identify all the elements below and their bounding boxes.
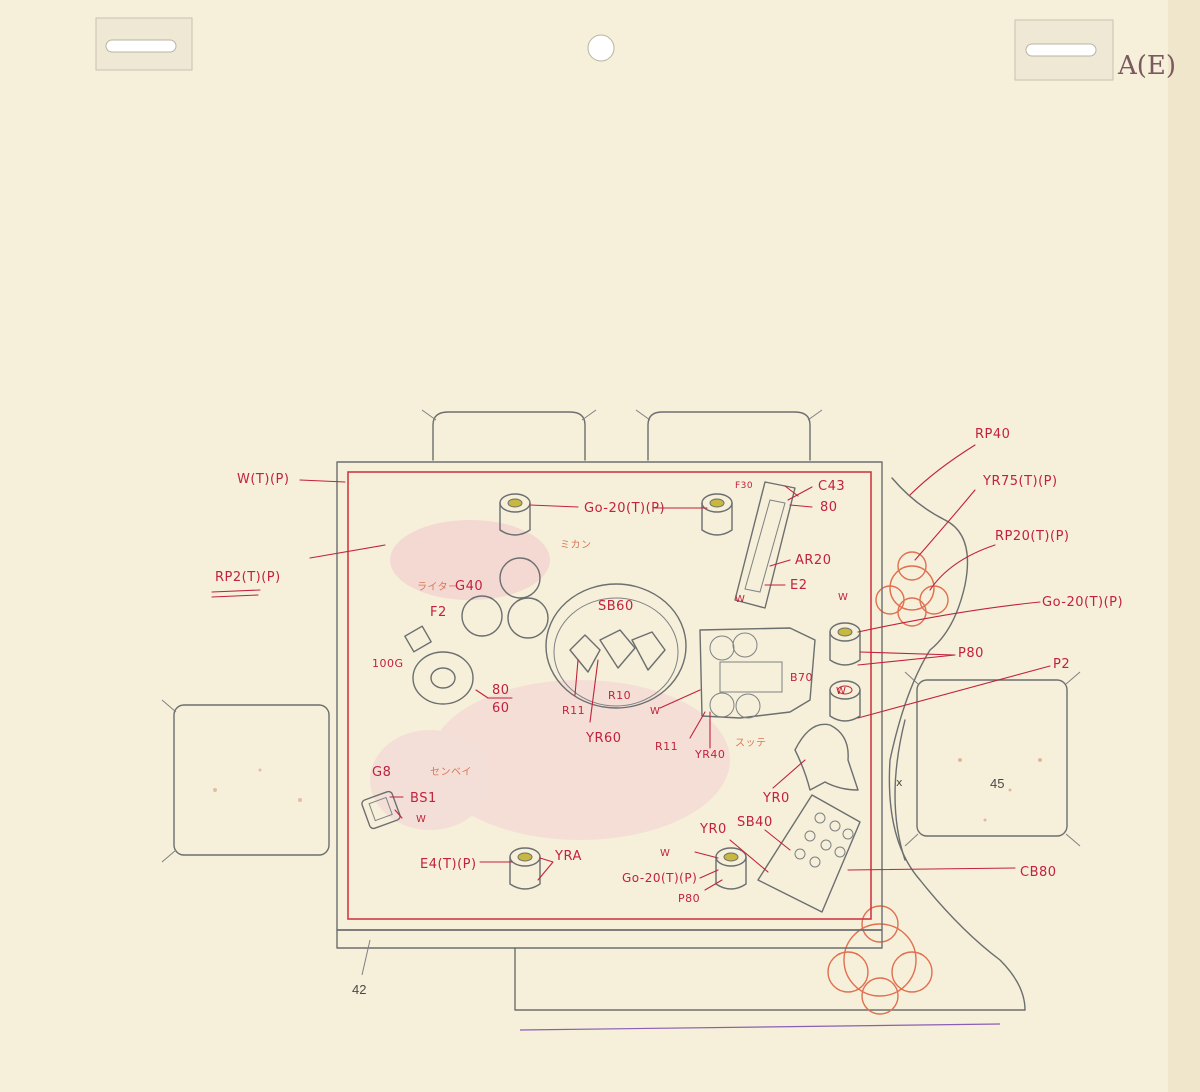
label-w-cup-right2: W (836, 686, 846, 697)
chair-right-cushion (904, 671, 1081, 847)
rp2-underline (211, 589, 261, 598)
label-yr0-cloth: YR0 (762, 791, 790, 806)
flower-pattern-bottom (827, 905, 933, 1015)
table (336, 461, 883, 949)
label-bs1: BS1 (410, 791, 437, 806)
label-go20-tp-3: Go-20(T)(P) (622, 871, 697, 885)
note-orange-2: ライター (417, 581, 459, 593)
oranges (461, 557, 549, 639)
note-orange-1: ミカン (560, 539, 592, 551)
right-peg-slot (1025, 43, 1097, 57)
label-frac-bottom: 60 (492, 701, 510, 716)
bench-bottom (514, 947, 1026, 1031)
label-80-top: 80 (820, 500, 838, 515)
label-go20-tp-1: Go-20(T)(P) (584, 501, 665, 516)
label-r11-bowl: R11 (562, 704, 585, 717)
label-yr75-tp: YR75(T)(P) (982, 474, 1058, 489)
label-ar20: AR20 (795, 553, 831, 568)
small-card (361, 790, 401, 830)
left-peg-slot (105, 39, 177, 53)
label-100g: 100G (372, 657, 404, 670)
label-f2: F2 (430, 605, 447, 620)
label-g8: G8 (372, 765, 391, 780)
label-go20-tp-2: Go-20(T)(P) (1042, 595, 1123, 610)
pink-wash (370, 520, 730, 840)
note-orange-4: スッテ (735, 738, 767, 749)
corner-mark: A(E) (1117, 51, 1176, 81)
label-f30: F30 (735, 481, 753, 491)
x-mark: x (896, 776, 903, 789)
tea-cup-right-top (829, 622, 861, 666)
label-rp40: RP40 (975, 427, 1010, 442)
napkin (794, 723, 859, 791)
label-w-pack: W (650, 706, 660, 717)
flower-pattern-top (875, 551, 949, 627)
label-r11-pack: R11 (655, 740, 678, 753)
label-c43: C43 (818, 479, 845, 494)
label-yra: YRA (554, 849, 582, 864)
leader-lines (299, 444, 1051, 891)
label-p80-bottom: P80 (678, 892, 700, 905)
center-peg-hole (587, 34, 615, 62)
label-rp2-tp: RP2(T)(P) (215, 570, 281, 585)
label-yr0-box: YR0 (699, 822, 727, 837)
tea-cup-top-left (499, 493, 531, 536)
paper-edge (1168, 0, 1200, 1092)
chair-top-left (421, 409, 597, 461)
floor-blanket (888, 477, 1026, 1011)
label-rp20-tp: RP20(T)(P) (995, 529, 1069, 544)
label-b70: B70 (790, 671, 813, 684)
label-e2: E2 (790, 578, 808, 593)
chair-left-cushion (161, 699, 330, 863)
ashtray (412, 651, 474, 705)
tea-cup-bottom-left (509, 847, 541, 890)
label-frac-top: 80 (492, 683, 510, 698)
tea-cup-top-right (701, 493, 733, 536)
label-w-box: W (735, 594, 745, 605)
label-w-phone: W (416, 814, 426, 825)
label-yr40: YR40 (694, 748, 725, 761)
sweets-box (757, 794, 861, 913)
label-sb60: SB60 (598, 599, 634, 614)
label-g40: G40 (455, 579, 483, 594)
note-orange-3: センベイ (430, 766, 472, 778)
label-w-tp-left: W(T)(P) (237, 472, 289, 487)
right-cushion-number: 45 (990, 776, 1004, 791)
label-w-cup-bottom: W (660, 848, 670, 859)
label-e4-tp: E4(T)(P) (420, 857, 477, 872)
label-p80-right: P80 (958, 646, 984, 661)
peg-registration (95, 17, 1114, 81)
label-cb80: CB80 (1020, 865, 1057, 880)
label-r10: R10 (608, 689, 631, 702)
salt-shaker (404, 625, 432, 653)
chair-top-right (635, 409, 823, 461)
label-sb40: SB40 (737, 815, 773, 830)
tea-cup-right-bottom (829, 680, 861, 722)
rice-cracker-bowl (545, 583, 687, 709)
label-w-cup-right: W (838, 592, 848, 603)
label-yr60: YR60 (585, 731, 622, 746)
label-p2: P2 (1053, 657, 1070, 672)
table-number: 42 (352, 982, 366, 997)
cracker-package (699, 627, 816, 719)
